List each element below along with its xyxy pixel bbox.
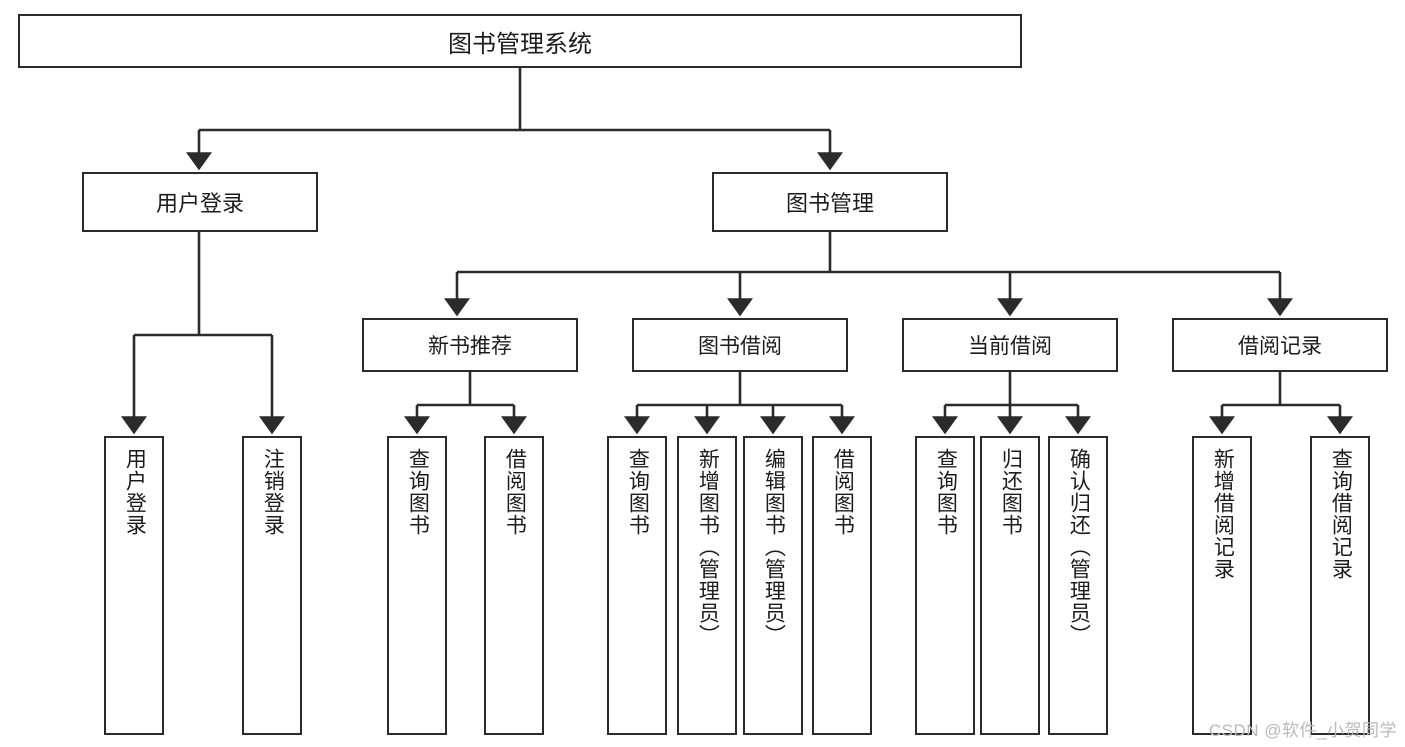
node-label: 编辑图书（管理员） (762, 448, 786, 646)
leaf-borrow-book[interactable]: 借阅图书 (812, 436, 872, 735)
leaf-user-login[interactable]: 用户登录 (104, 436, 164, 735)
node-label: 新书推荐 (428, 335, 512, 358)
node-label: 图书管理 (785, 191, 874, 216)
leaf-query-book-current[interactable]: 查询图书 (915, 436, 975, 735)
node-book-borrow[interactable]: 图书借阅 (632, 318, 848, 372)
node-label: 借阅图书 (831, 448, 855, 536)
leaf-return-book[interactable]: 归还图书 (980, 436, 1040, 735)
node-label: 借阅图书 (503, 448, 527, 536)
node-label: 用户登录 (123, 448, 147, 536)
node-label: 查询借阅记录 (1329, 448, 1353, 580)
node-label: 新增图书（管理员） (696, 448, 720, 646)
node-label: 查询图书 (934, 448, 958, 536)
watermark: CSDN @软件_小贺同学 (1208, 721, 1397, 740)
leaf-query-borrow-record[interactable]: 查询借阅记录 (1310, 436, 1370, 735)
node-label: 图书管理系统 (448, 30, 592, 58)
leaf-add-book-admin[interactable]: 新增图书（管理员） (677, 436, 737, 735)
node-root-system[interactable]: 图书管理系统 (18, 14, 1022, 68)
node-label: 用户登录 (155, 191, 244, 216)
leaf-confirm-return-admin[interactable]: 确认归还（管理员） (1048, 436, 1108, 735)
node-new-book-recommend[interactable]: 新书推荐 (362, 318, 578, 372)
leaf-query-book-recommend[interactable]: 查询图书 (387, 436, 447, 735)
node-label: 归还图书 (999, 448, 1023, 536)
node-label: 图书借阅 (698, 335, 782, 358)
leaf-logout[interactable]: 注销登录 (242, 436, 302, 735)
leaf-edit-book-admin[interactable]: 编辑图书（管理员） (743, 436, 803, 735)
node-label: 查询图书 (406, 448, 430, 536)
node-label: 确认归还（管理员） (1067, 448, 1091, 646)
leaf-query-book-borrow[interactable]: 查询图书 (607, 436, 667, 735)
node-label: 新增借阅记录 (1211, 448, 1235, 580)
node-current-borrow[interactable]: 当前借阅 (902, 318, 1118, 372)
node-book-management[interactable]: 图书管理 (712, 172, 948, 232)
node-label: 注销登录 (261, 448, 285, 536)
node-label: 查询图书 (626, 448, 650, 536)
leaf-add-borrow-record[interactable]: 新增借阅记录 (1192, 436, 1252, 735)
leaf-borrow-book-recommend[interactable]: 借阅图书 (484, 436, 544, 735)
node-label: 借阅记录 (1238, 335, 1322, 358)
node-borrow-records[interactable]: 借阅记录 (1172, 318, 1388, 372)
node-user-login[interactable]: 用户登录 (82, 172, 318, 232)
node-label: 当前借阅 (968, 335, 1052, 358)
